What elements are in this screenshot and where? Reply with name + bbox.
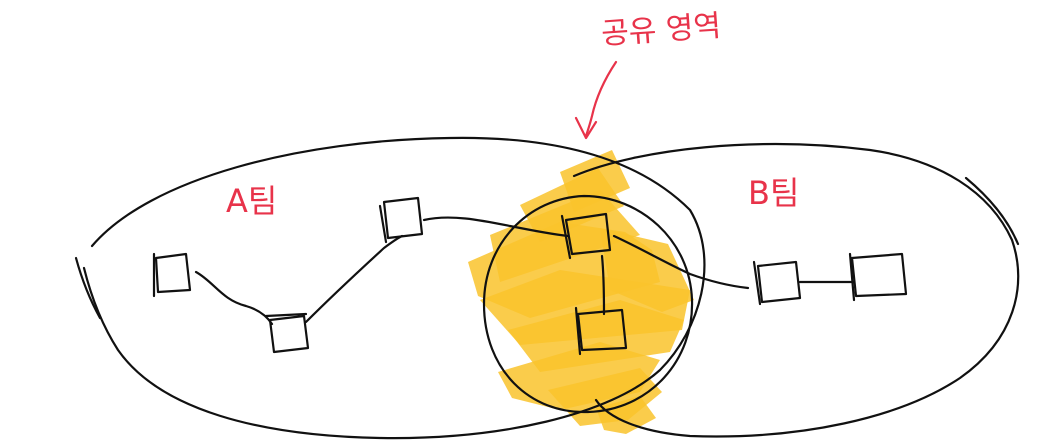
- node-b1: [752, 260, 802, 306]
- shared-area-arrow: [574, 60, 618, 140]
- shared-area-label: 공유 영역: [600, 9, 722, 52]
- link-a1-a2: [194, 270, 274, 326]
- team-b-boundary: [572, 143, 1020, 438]
- team-a-boundary: [82, 136, 706, 440]
- node-a1: [152, 252, 192, 298]
- team-b-label: B팀: [748, 174, 799, 212]
- link-s1-b1: [612, 234, 750, 290]
- link-s1-s2: [600, 254, 606, 316]
- connections: [194, 216, 856, 326]
- node-a3: [378, 196, 424, 244]
- link-a3-s1: [422, 216, 570, 238]
- node-a2: [264, 312, 310, 354]
- team-a-boundary-tail: [74, 256, 102, 320]
- node-shared-1: [560, 212, 612, 260]
- team-b-boundary-start: [964, 176, 1020, 246]
- shared-area-circle: [482, 194, 694, 414]
- node-shared-2: [574, 306, 628, 356]
- team-a-label: A팀: [226, 182, 277, 220]
- link-a2-a3: [304, 234, 404, 324]
- node-b2: [848, 252, 908, 302]
- shared-area-highlight: [468, 150, 694, 434]
